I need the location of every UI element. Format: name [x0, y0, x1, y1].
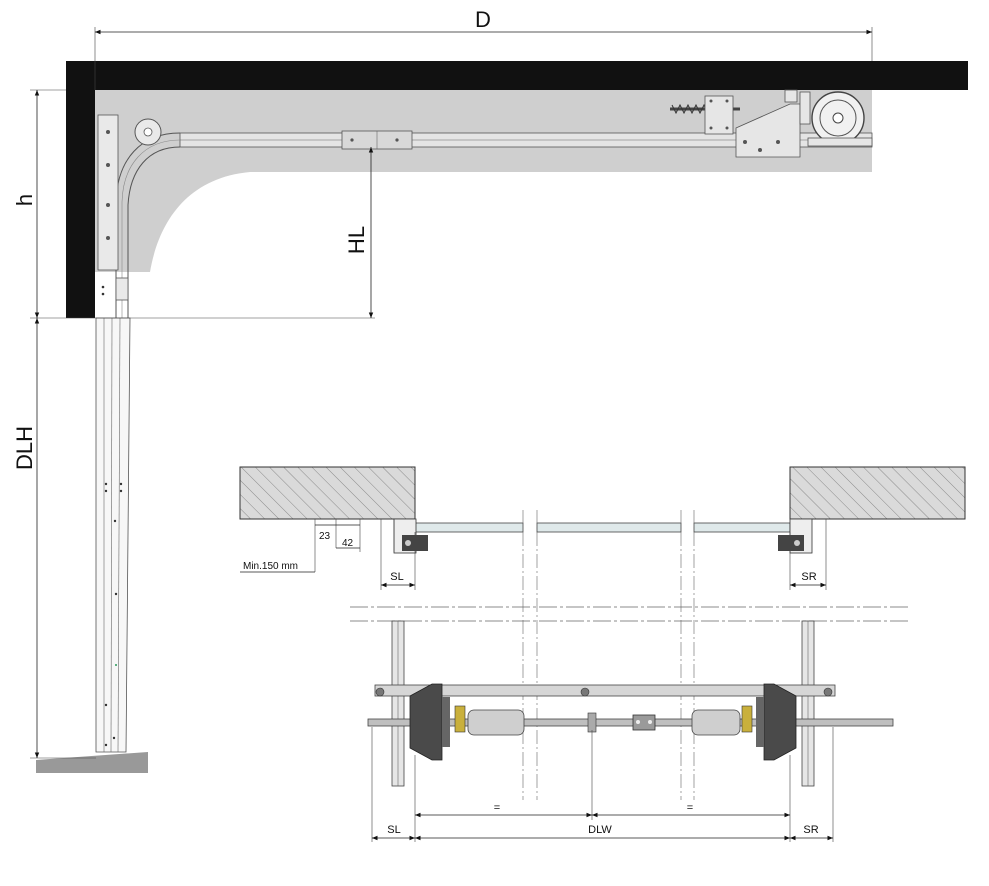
side-bracket-right [778, 518, 813, 554]
dimension-42-label: 42 [342, 538, 354, 549]
spring-left [467, 709, 525, 736]
plan-view: 23 42 Min.150 mm SL SR [239, 466, 966, 800]
dimension-sr-top-label: SR [801, 571, 816, 583]
vertical-angle-bracket [97, 114, 119, 271]
horizontal-rail [374, 684, 836, 697]
torsion-shaft [367, 718, 894, 727]
rear-bracket [735, 103, 801, 158]
ceiling-beam [66, 61, 968, 90]
spring-right [691, 709, 741, 736]
lintel-wall [66, 61, 95, 318]
door-leaf [95, 317, 131, 753]
dimension-d-label: D [475, 7, 491, 32]
dimension-dlw-label: DLW [588, 824, 612, 836]
shaft-coupling [632, 714, 656, 731]
wall-block-right [789, 466, 966, 520]
equal-left-label: = [494, 802, 500, 814]
cable-drum-icon [799, 91, 873, 147]
header-space-area [95, 90, 872, 272]
dimension-h-label: h [12, 194, 37, 206]
front-view: = = SL DLW SR [350, 606, 910, 842]
side-bracket-left [393, 518, 428, 554]
cable-drum-left [409, 683, 450, 761]
side-view: D h HL DLH [12, 7, 968, 773]
equal-right-label: = [687, 802, 693, 814]
dimension-23-label: 23 [319, 531, 331, 542]
dimension-hl-label: HL [344, 226, 369, 254]
dimension-dlh-label: DLH [12, 426, 37, 470]
spring-tensioner-icon [670, 95, 740, 135]
cable-drum-right [756, 683, 797, 761]
wall-block-left [239, 466, 416, 520]
floor-slab [36, 752, 148, 773]
dimension-sl-top-label: SL [390, 571, 403, 583]
dimension-sl-bottom-label: SL [387, 824, 400, 836]
min-headroom-label: Min.150 mm [243, 561, 298, 572]
dimension-sr-bottom-label: SR [803, 824, 818, 836]
